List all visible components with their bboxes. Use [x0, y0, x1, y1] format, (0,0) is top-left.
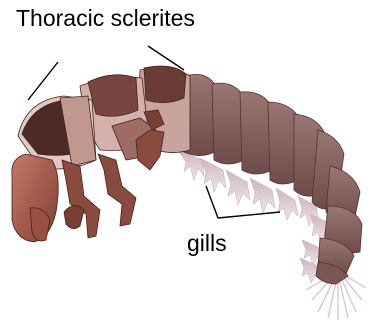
leader-line-thoracic-left	[28, 62, 58, 100]
thorax	[18, 66, 190, 169]
leg-front-claw	[64, 205, 84, 228]
gills-label: gills	[187, 232, 227, 255]
gill-tuft	[250, 178, 275, 213]
leader-line-gills-horizontal	[218, 212, 280, 218]
thoracic-sclerite-rear-dark	[144, 66, 186, 103]
abdomen-segment	[268, 102, 298, 184]
thoracic-sclerites-label: Thoracic sclerites	[16, 7, 195, 30]
abdomen-segment	[240, 92, 272, 174]
gill-tuft	[226, 170, 250, 205]
head	[12, 154, 58, 242]
abdomen-segment	[212, 83, 244, 164]
gill-tuft	[276, 188, 298, 220]
leg-mid	[98, 154, 136, 226]
leader-line-gills-vertical	[206, 186, 218, 218]
thoracic-sclerite-mid-dark	[88, 75, 138, 116]
